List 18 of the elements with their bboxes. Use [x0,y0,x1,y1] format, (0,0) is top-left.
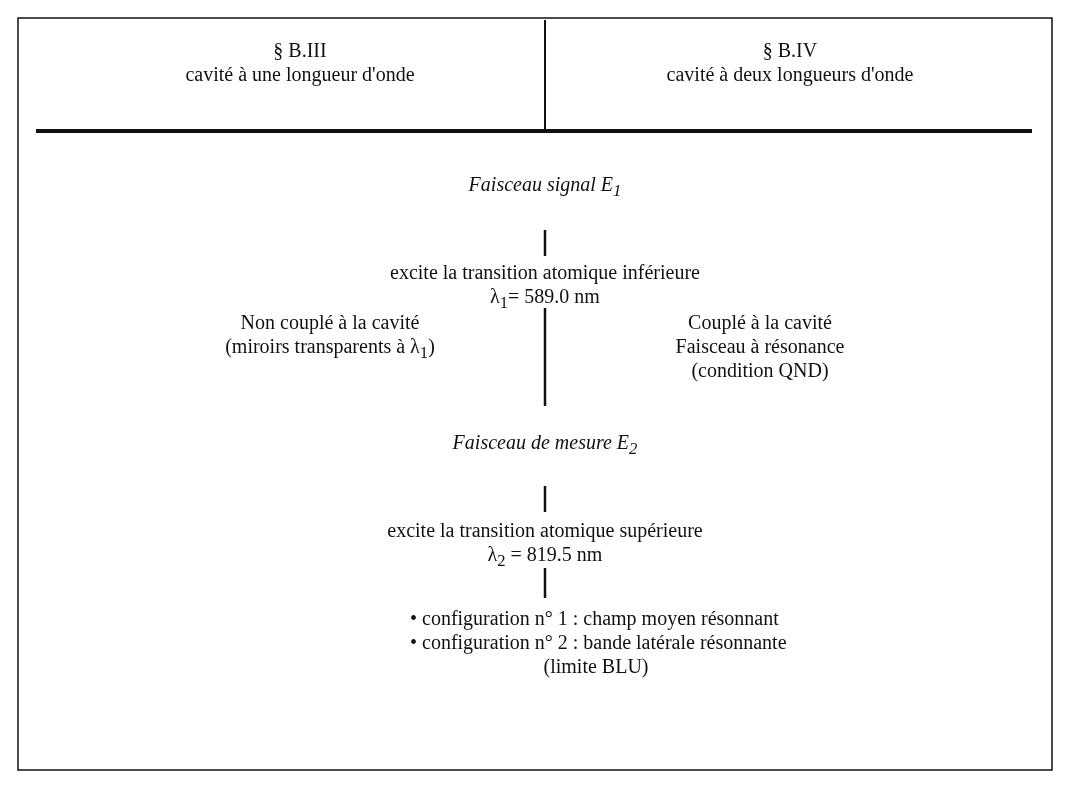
description-text: Faisceau à résonance [675,334,845,358]
column-heading: cavité à deux longueurs d'onde [666,62,914,86]
description-text: excite la transition atomique inférieure [390,260,700,284]
description-text: (miroirs transparents à λ$_{1}$) [225,334,435,364]
section-number: § B.IV [762,38,818,62]
description-text: excite la transition atomique supérieure [387,518,703,542]
note-text: (limite BLU) [543,654,649,678]
section-number: § B.III [273,38,327,62]
bullet-item: • configuration n° 2 : bande latérale résonnante [410,630,787,654]
description-text: Non couplé à la cavité [240,310,420,334]
description-text: (condition QND) [691,358,829,382]
column-heading: cavité à une longueur d'onde [185,62,415,86]
description-text: Couplé à la cavité [688,310,832,334]
beam-label: Faisceau signal E$_{1}$ [468,172,622,202]
beam-label: Faisceau de mesure E$_{2}$ [452,430,638,460]
wavelength-text: λ$_{2}$ = 819.5 nm [487,542,603,572]
wavelength-text: λ$_{1}$= 589.0 nm [490,284,600,314]
bullet-item: • configuration n° 1 : champ moyen résonnant [410,606,779,630]
